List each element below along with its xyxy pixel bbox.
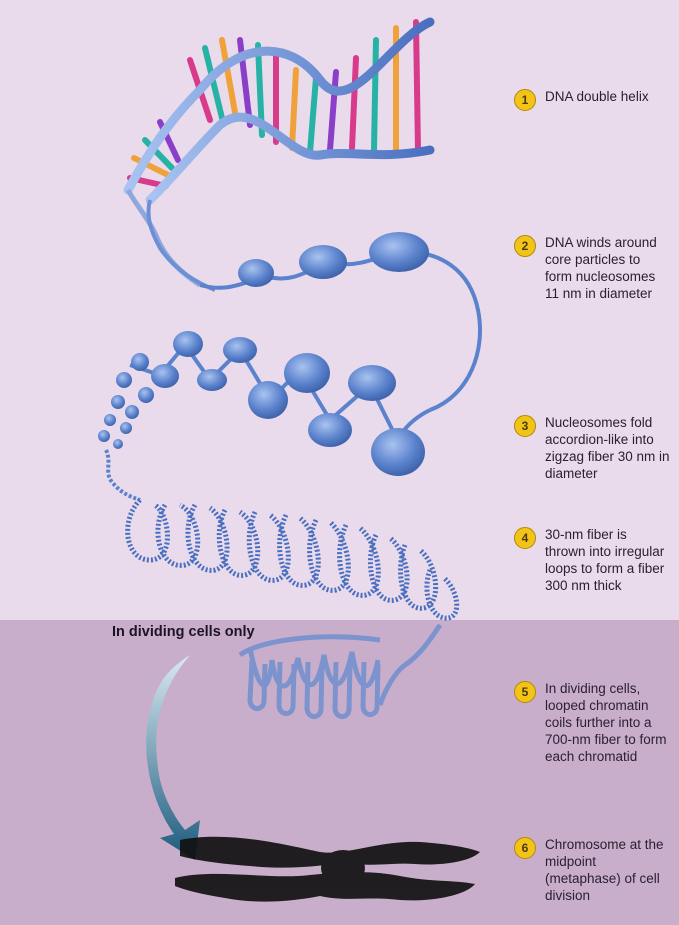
step-4: 4 30-nm fiber is thrown into irregular l…	[514, 526, 670, 594]
step-3: 3 Nucleosomes fold accordion-like into z…	[514, 414, 670, 482]
step-number-badge: 4	[514, 527, 536, 549]
step-5-text: In dividing cells, looped chromatin coil…	[545, 680, 670, 765]
step-6: 6 Chromosome at the midpoint (metaphase)…	[514, 836, 670, 904]
step-number-badge: 6	[514, 837, 536, 859]
step-number-badge: 1	[514, 89, 536, 111]
looped-fiber	[128, 500, 457, 618]
zigzag-fiber	[98, 331, 430, 500]
step-2: 2 DNA winds around core particles to for…	[514, 234, 670, 302]
step-3-text: Nucleosomes fold accordion-like into zig…	[545, 414, 670, 482]
step-4-text: 30-nm fiber is thrown into irregular loo…	[545, 526, 670, 594]
step-number-badge: 5	[514, 681, 536, 703]
dividing-cells-label: In dividing cells only	[112, 624, 255, 640]
step-6-text: Chromosome at the midpoint (metaphase) o…	[545, 836, 670, 904]
step-1-text: DNA double helix	[545, 88, 670, 105]
step-2-text: DNA winds around core particles to form …	[545, 234, 670, 302]
step-1: 1 DNA double helix	[514, 88, 670, 111]
step-5: 5 In dividing cells, looped chromatin co…	[514, 680, 670, 765]
step-number-badge: 2	[514, 235, 536, 257]
step-number-badge: 3	[514, 415, 536, 437]
nucleosome-strand	[200, 232, 480, 410]
